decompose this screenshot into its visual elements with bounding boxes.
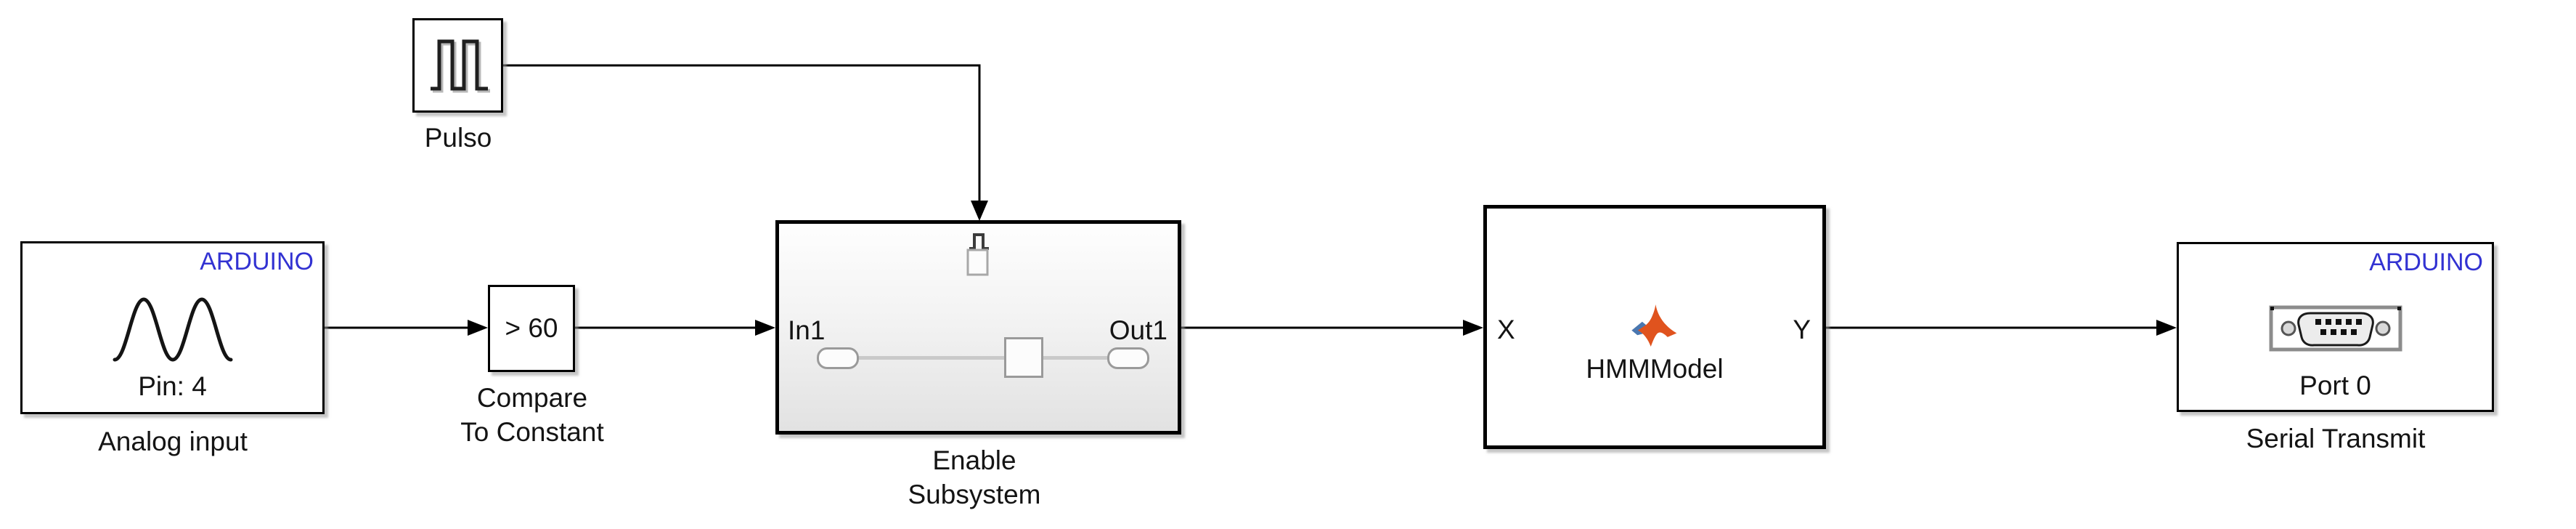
arrowhead-hmm-input: [1463, 320, 1483, 336]
serial-transmit-label[interactable]: Serial Transmit: [2246, 424, 2426, 453]
compare-to-constant-label[interactable]: Compare To Constant: [460, 381, 603, 449]
subsystem-outport-label: Out1: [1109, 315, 1167, 345]
arduino-brand-text: ARDUINO: [200, 248, 314, 275]
serial-transmit-block[interactable]: ARDUINO Port 0: [2177, 242, 2494, 412]
compare-label-line1: Compare: [476, 383, 588, 413]
serial-port-text: Port 0: [2299, 371, 2371, 400]
enable-subsystem-label[interactable]: Enable Subsystem: [908, 443, 1040, 512]
serial-db9-icon: [2269, 305, 2402, 352]
hmm-model-name: HMMModel: [1586, 354, 1724, 384]
subsystem-label-line1: Enable: [932, 445, 1016, 475]
subsystem-label-line2: Subsystem: [908, 480, 1041, 509]
compare-label-line2: To Constant: [460, 417, 604, 447]
sine-wave-icon: [113, 297, 232, 362]
hmm-outport-label: Y: [1793, 315, 1811, 344]
subsystem-inner-inport-shape: [817, 347, 859, 369]
arrowhead-serial-input: [2156, 320, 2177, 336]
subsystem-inner-block-shape: [1004, 337, 1043, 378]
hmm-model-block[interactable]: X Y HMMModel: [1483, 205, 1826, 449]
arrowhead-enable-port: [971, 201, 988, 221]
enable-subsystem-block[interactable]: In1 Out1: [775, 220, 1181, 435]
compare-to-constant-block[interactable]: > 60: [488, 285, 575, 372]
arrowhead-subsystem-input: [755, 320, 775, 336]
subsystem-inner-line: [837, 356, 1128, 360]
arrowhead-compare-input: [468, 320, 488, 336]
pulse-wave-icon: [430, 39, 490, 93]
compare-expression-text: > 60: [505, 313, 558, 343]
pulse-generator-block[interactable]: [412, 18, 503, 113]
subsystem-inport-label: In1: [788, 315, 826, 345]
analog-input-block[interactable]: ARDUINO Pin: 4: [20, 241, 325, 414]
analog-pin-text: Pin: 4: [138, 371, 207, 401]
wire-pulso-to-enable-port[interactable]: [503, 64, 981, 202]
arduino-brand-text: ARDUINO: [2369, 249, 2483, 276]
pulse-generator-label[interactable]: Pulso: [424, 123, 492, 153]
enable-port-icon: [966, 233, 989, 276]
subsystem-inner-outport-shape: [1107, 347, 1149, 369]
matlab-logo-icon: [1631, 304, 1677, 347]
analog-input-label[interactable]: Analog input: [98, 427, 248, 456]
hmm-inport-label: X: [1497, 315, 1515, 344]
